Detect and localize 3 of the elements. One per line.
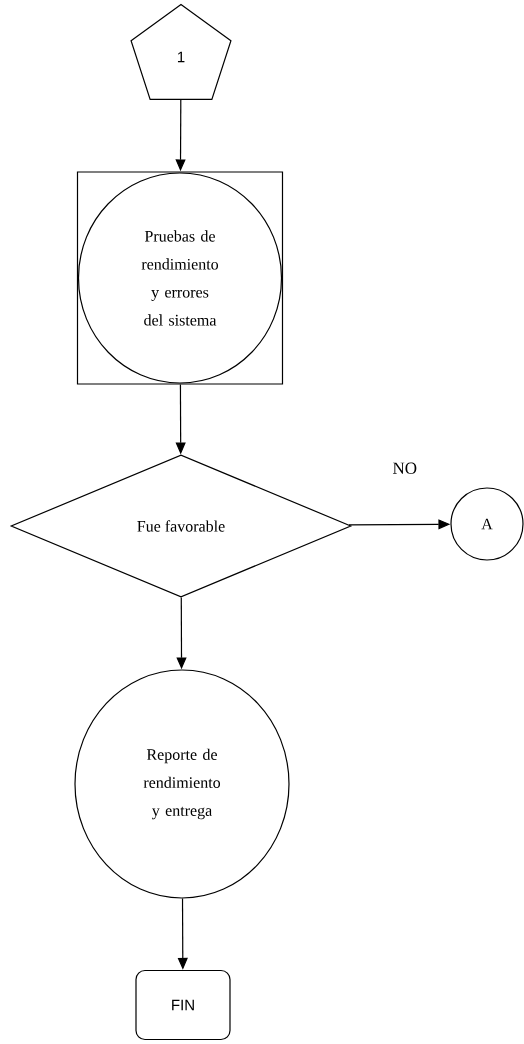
- terminal-box: FIN: [135, 969, 231, 1041]
- pentagon-connector: 1: [130, 3, 232, 101]
- edge-label: NO: [390, 460, 420, 476]
